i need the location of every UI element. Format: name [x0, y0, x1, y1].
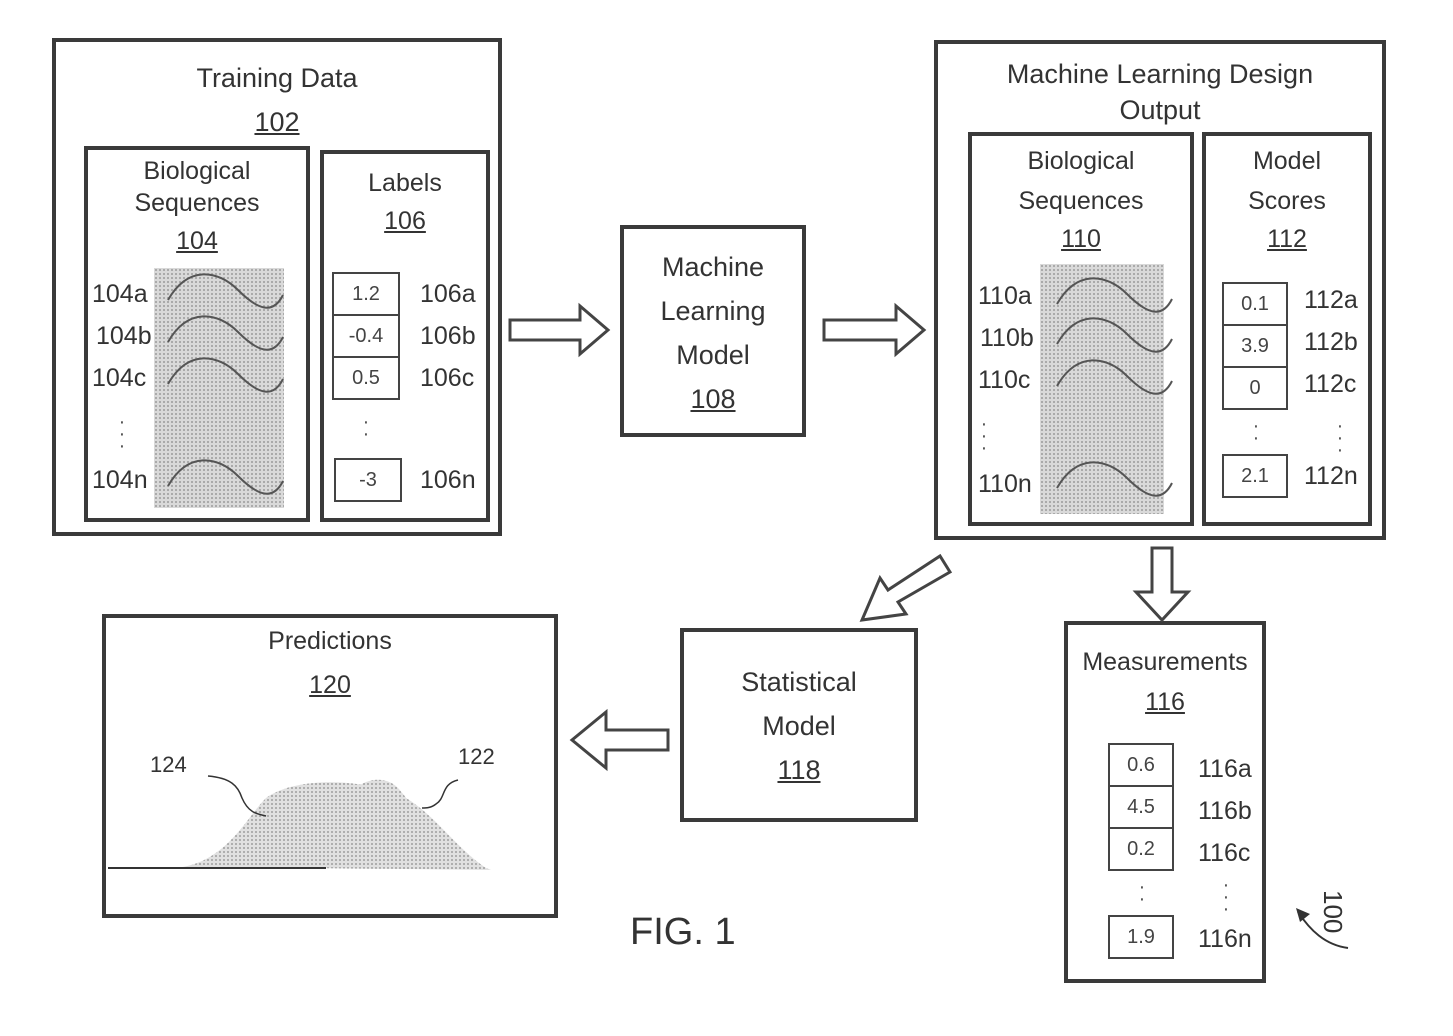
system-reference: 100 — [1317, 890, 1348, 933]
